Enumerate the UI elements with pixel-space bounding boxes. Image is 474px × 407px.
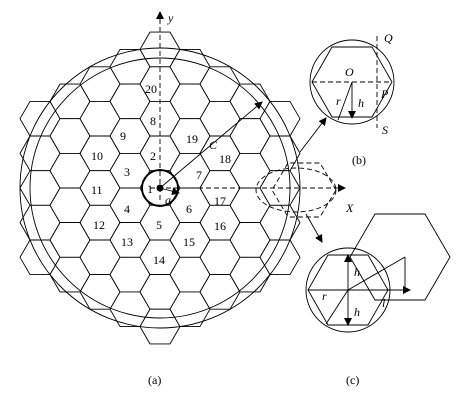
y-axis-label: y (167, 11, 174, 25)
hex-number-11: 11 (91, 183, 103, 197)
label-s: S (382, 123, 388, 137)
inset-c-large-hexagon (349, 213, 451, 301)
hex-number-13: 13 (121, 235, 133, 249)
hex-number-7: 7 (196, 168, 202, 182)
hex-number-5: 5 (156, 218, 162, 232)
hex-number-2: 2 (150, 149, 156, 163)
hex-number-17: 17 (214, 194, 226, 208)
caption-b: (b) (352, 153, 366, 167)
hex-number-19: 19 (186, 132, 198, 146)
label-q: Q (384, 31, 393, 45)
inset-b-circle (309, 39, 395, 125)
inset-c-diag (347, 256, 406, 291)
hex-number-9: 9 (120, 129, 126, 143)
hex-number-12: 12 (93, 218, 105, 232)
inset-b: Q O P r h S (b) (309, 31, 395, 167)
radius-vector-c (159, 101, 263, 189)
vector-a (159, 187, 180, 196)
caption-a: (a) (148, 373, 161, 387)
pointer-to-b (299, 117, 327, 153)
label-c-l: l (382, 296, 386, 310)
label-o: O (345, 65, 354, 79)
inset-c: h h r l (c) (305, 213, 451, 387)
hex-number-4: 4 (124, 202, 130, 216)
hex-number-18: 18 (219, 152, 231, 166)
label-p: P (380, 87, 389, 101)
label-c-r: r (322, 289, 327, 303)
caption-c: (c) (346, 373, 359, 387)
label-c-h-bottom: h (354, 305, 360, 319)
pointer-to-c (305, 213, 323, 243)
hex-number-1: 1 (147, 182, 153, 196)
x-axis-label: X (345, 201, 354, 215)
hexagon-grid (19, 31, 301, 345)
label-h: h (358, 96, 364, 110)
inset-c-radius (325, 289, 349, 325)
hex-number-10: 10 (91, 149, 103, 163)
dashed-ellipse (255, 167, 337, 213)
inset-b-radius (337, 81, 353, 121)
label-c: C (209, 138, 218, 152)
hex-number-6: 6 (186, 202, 192, 216)
hex-number-16: 16 (214, 219, 226, 233)
hex-number-14: 14 (153, 253, 165, 267)
hex-number-20: 20 (145, 82, 157, 96)
hex-number-3: 3 (124, 165, 130, 179)
hex-number-labels: 1 2 3 4 5 6 7 8 9 10 11 12 13 14 15 16 1… (91, 82, 231, 267)
hex-number-15: 15 (183, 235, 195, 249)
label-a: a (165, 193, 171, 207)
label-c-h-top: h (354, 265, 360, 279)
boundary-cell (255, 162, 337, 218)
label-r: r (336, 94, 341, 108)
hex-number-8: 8 (150, 114, 156, 128)
